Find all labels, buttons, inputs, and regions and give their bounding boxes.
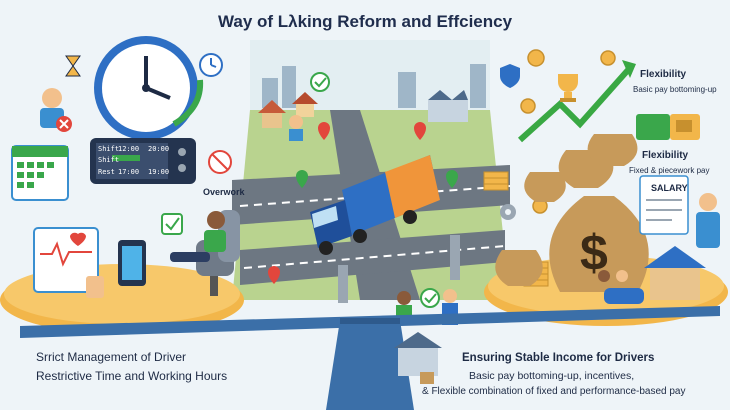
city-skyline xyxy=(262,64,486,108)
shift-row-1-end: 20:00 xyxy=(148,145,169,153)
clock-icon xyxy=(94,36,204,140)
growth-arrow xyxy=(517,60,636,143)
right-caption-line-1: Ensuring Stable Income for Drivers xyxy=(462,352,655,364)
right-caption-line-2: Basic pay bottoming-up, incentives, xyxy=(469,370,635,382)
warehouse-buildings xyxy=(394,332,442,384)
flexibility-subtext-1: Basic pay bottoming-up xyxy=(633,85,717,94)
coin-icons xyxy=(520,49,616,214)
map-pin-icons xyxy=(268,122,426,284)
left-caption-line-1: Srrict Management of Driver xyxy=(36,350,187,364)
balance-scale xyxy=(20,306,720,410)
hourglass-icon xyxy=(65,55,81,77)
shift-row-1-start: 12:00 xyxy=(118,145,139,153)
calendar-icon xyxy=(11,145,69,201)
money-bag-icons xyxy=(495,134,649,292)
resting-driver xyxy=(170,210,240,296)
office-worker xyxy=(696,193,720,248)
shift-row-2-label: Shift xyxy=(98,156,119,164)
delivery-truck xyxy=(310,155,440,255)
shift-row-1-label: Shift xyxy=(98,145,119,153)
check-circle-icons xyxy=(310,72,440,308)
health-clipboard xyxy=(33,227,104,298)
page-title: Way of Lλking Reform and Effciency xyxy=(217,12,513,31)
houses xyxy=(258,90,468,128)
shift-schedule-device xyxy=(90,138,196,184)
salary-label: SALARY xyxy=(651,183,688,193)
left-caption-line-2: Restrictive Time and Working Hours xyxy=(36,369,228,383)
overwork-label: Overwork xyxy=(203,187,245,197)
shift-row-3-start: 17:00 xyxy=(118,168,139,176)
overwork-warning-icon xyxy=(208,150,232,174)
checkbox-icon xyxy=(161,213,183,235)
family-and-house xyxy=(598,246,706,304)
gear-icon xyxy=(500,204,516,220)
trophy-icon xyxy=(558,74,578,102)
worried-person xyxy=(40,88,72,132)
flexibility-heading-2: Flexibility xyxy=(642,150,689,161)
salary-document-icon xyxy=(639,175,689,235)
map-pin-green-icons xyxy=(296,170,458,188)
right-caption-line-3: & Flexible combination of fixed and perf… xyxy=(422,386,686,397)
shift-row-3-label: Rest xyxy=(98,168,115,176)
flexibility-heading-1: Flexibility xyxy=(640,69,687,80)
phone-icon xyxy=(118,240,146,286)
shift-row-3-end: 19:00 xyxy=(148,168,169,176)
small-clock-icon xyxy=(199,53,223,77)
flexibility-subtext-2: Fixed & piecework pay xyxy=(629,166,710,175)
shield-check-icon xyxy=(500,64,520,88)
puzzle-pieces-icon xyxy=(636,114,700,140)
